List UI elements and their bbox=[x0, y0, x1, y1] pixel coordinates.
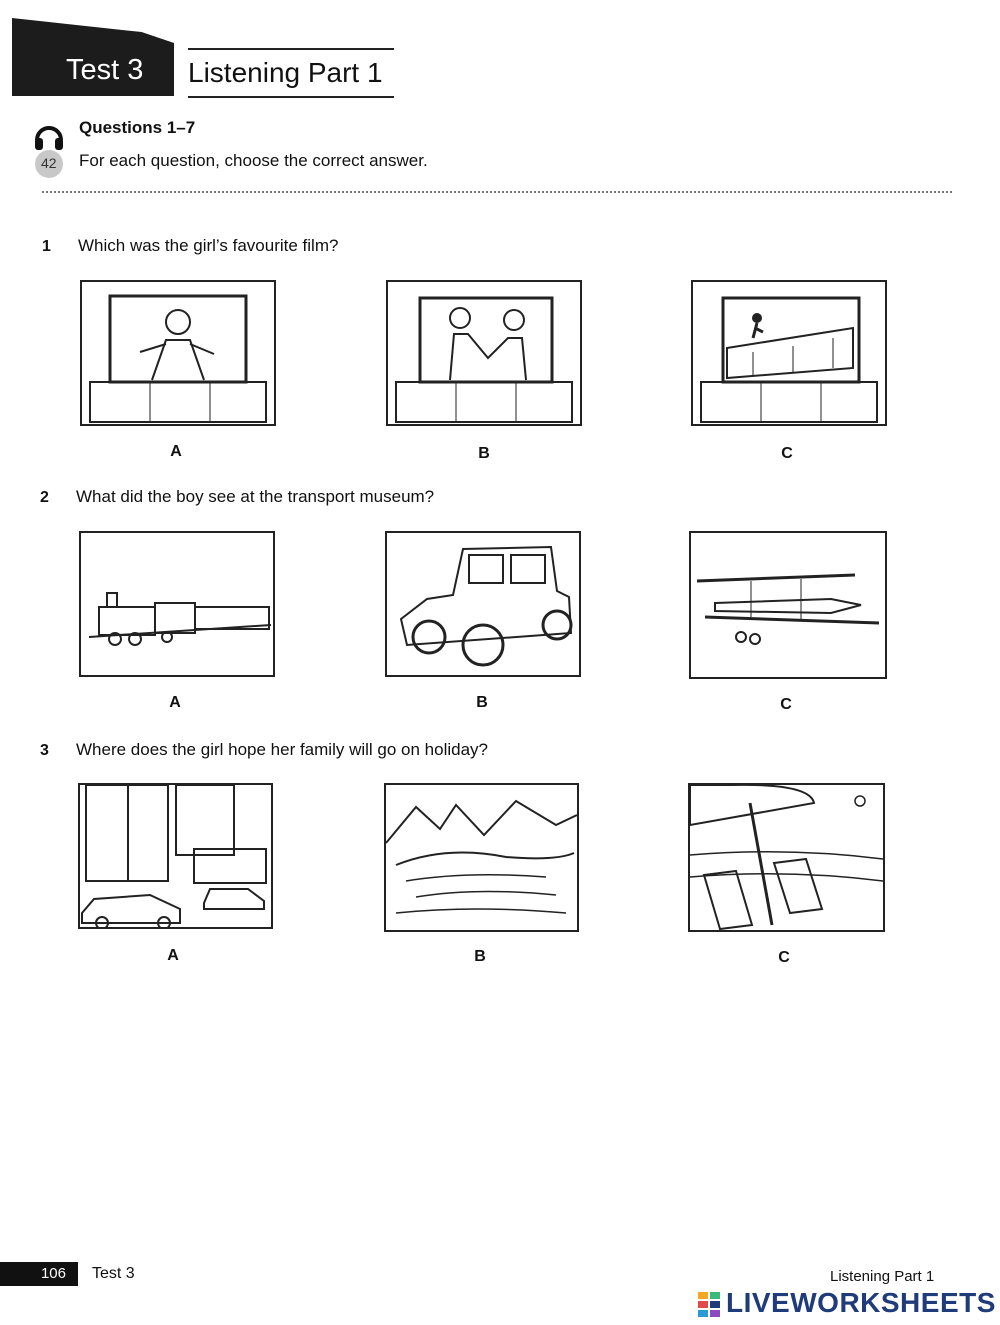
q1-option-a-picture-tv-film[interactable] bbox=[80, 280, 276, 426]
dotted-divider bbox=[42, 191, 952, 193]
q2-option-a-picture-steam-train[interactable] bbox=[79, 531, 275, 677]
question-number: 2 bbox=[40, 489, 49, 506]
headphones-icon bbox=[35, 126, 63, 178]
instructions: For each question, choose the correct an… bbox=[79, 151, 428, 170]
question-text: Where does the girl hope her family will… bbox=[76, 740, 489, 759]
questions-range: Questions 1–7 bbox=[79, 118, 196, 137]
section-title: Listening Part 1 bbox=[188, 48, 394, 98]
question-number: 1 bbox=[42, 238, 51, 255]
option-label: C bbox=[780, 696, 792, 713]
audio-track-number: 42 bbox=[41, 155, 57, 171]
option-label: C bbox=[781, 445, 793, 462]
question-text: Which was the girl’s favourite film? bbox=[78, 236, 339, 255]
q2-option-b-picture-old-car[interactable] bbox=[385, 531, 581, 677]
page-number: 106 bbox=[0, 1262, 78, 1286]
liveworksheets-logo[interactable]: LIVEWORKSHEETS bbox=[698, 1287, 996, 1319]
option-label: B bbox=[476, 694, 488, 711]
question-text: What did the boy see at the transport mu… bbox=[76, 487, 435, 506]
option-label: B bbox=[474, 948, 486, 965]
option-label: B bbox=[478, 445, 490, 462]
question-number: 3 bbox=[40, 742, 49, 759]
footer-section-label: Listening Part 1 bbox=[830, 1268, 935, 1285]
q2-option-c-picture-biplane[interactable] bbox=[689, 531, 887, 679]
audio-track-badge[interactable]: 42 bbox=[33, 118, 65, 180]
q1-option-b-picture-tv-film[interactable] bbox=[386, 280, 582, 426]
test-tab-label: Test 3 bbox=[66, 54, 144, 86]
option-label: A bbox=[169, 694, 181, 711]
liveworksheets-text: LIVEWORKSHEETS bbox=[726, 1287, 996, 1318]
option-label: A bbox=[170, 443, 182, 460]
liveworksheets-icon bbox=[698, 1291, 722, 1318]
option-label: C bbox=[778, 949, 790, 966]
q1-option-c-picture-tv-film[interactable] bbox=[691, 280, 887, 426]
footer-test-label: Test 3 bbox=[92, 1265, 135, 1282]
q3-option-b-picture-lake-mountains[interactable] bbox=[384, 783, 579, 932]
option-label: A bbox=[167, 947, 179, 964]
q3-option-a-picture-city[interactable] bbox=[78, 783, 273, 929]
q3-option-c-picture-beach[interactable] bbox=[688, 783, 885, 932]
test-tab: Test 3 bbox=[12, 18, 174, 96]
